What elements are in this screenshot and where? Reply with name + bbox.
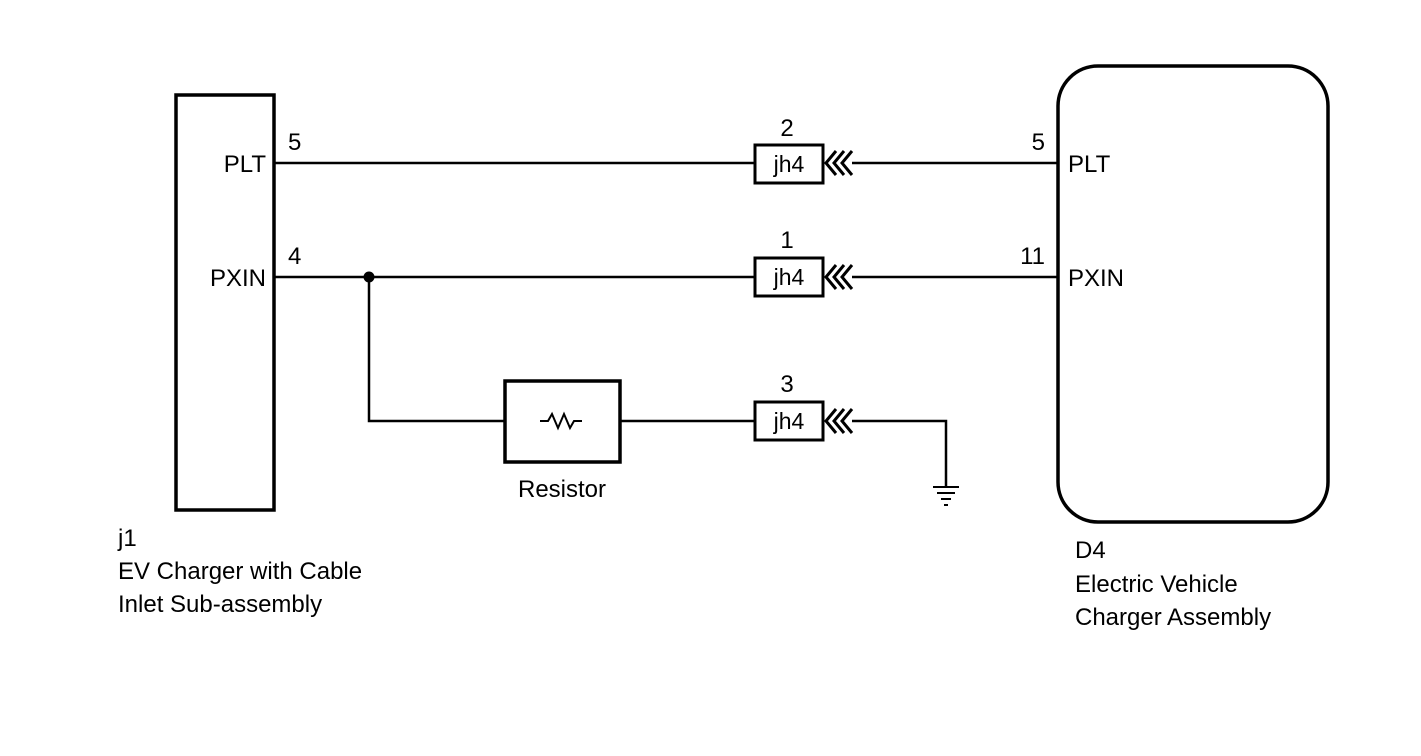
j1-component-id: j1: [117, 525, 137, 552]
connector-jh4-pin-3: jh4 3: [753, 371, 854, 442]
chevron-left-icon: [840, 264, 854, 290]
connector-name-label: jh4: [773, 408, 805, 434]
d4-component-name-line2: Charger Assembly: [1075, 604, 1271, 631]
resistor-box: [503, 379, 622, 464]
connector-jh4-pin-2: jh4 2: [753, 115, 854, 185]
connector-pin-number: 3: [780, 371, 793, 398]
d4-pin-number-plt: 5: [1032, 129, 1045, 156]
d4-component-box: [1056, 64, 1330, 524]
connector-name-label: jh4: [773, 151, 805, 177]
resistor-label: Resistor: [518, 476, 606, 503]
j1-pin-number-pxin: 4: [288, 243, 301, 270]
chevron-left-icon: [832, 264, 846, 290]
d4-pin-number-pxin: 11: [1020, 243, 1045, 270]
d4-pin-label-plt: PLT: [1068, 151, 1111, 178]
wire-branch-to-resistor: [367, 277, 505, 423]
chevron-left-icon: [840, 408, 854, 434]
chevron-left-icon: [824, 150, 838, 176]
d4-component-name-line1: Electric Vehicle: [1075, 571, 1238, 598]
chevron-left-icon: [832, 408, 846, 434]
connector-pin-number: 2: [780, 115, 793, 142]
connector-name-label: jh4: [773, 264, 805, 290]
j1-pin-label-pxin: PXIN: [210, 265, 266, 292]
j1-pin-number-plt: 5: [288, 129, 301, 156]
j1-component-box: [174, 93, 276, 512]
d4-component-id: D4: [1075, 537, 1106, 564]
j1-component-name-line1: EV Charger with Cable: [118, 558, 362, 585]
j1-component-name-line2: Inlet Sub-assembly: [118, 591, 322, 618]
chevron-left-icon: [824, 264, 838, 290]
connector-jh4-pin-1: jh4 1: [753, 227, 854, 298]
chevron-left-icon: [832, 150, 846, 176]
ground-icon: [933, 486, 959, 506]
j1-pin-label-plt: PLT: [224, 151, 267, 178]
resistor-icon: [540, 411, 582, 431]
chevron-left-icon: [824, 408, 838, 434]
wire-to-ground: [852, 419, 948, 486]
chevron-left-icon: [840, 150, 854, 176]
d4-pin-label-pxin: PXIN: [1068, 265, 1124, 292]
connector-pin-number: 1: [780, 227, 793, 254]
